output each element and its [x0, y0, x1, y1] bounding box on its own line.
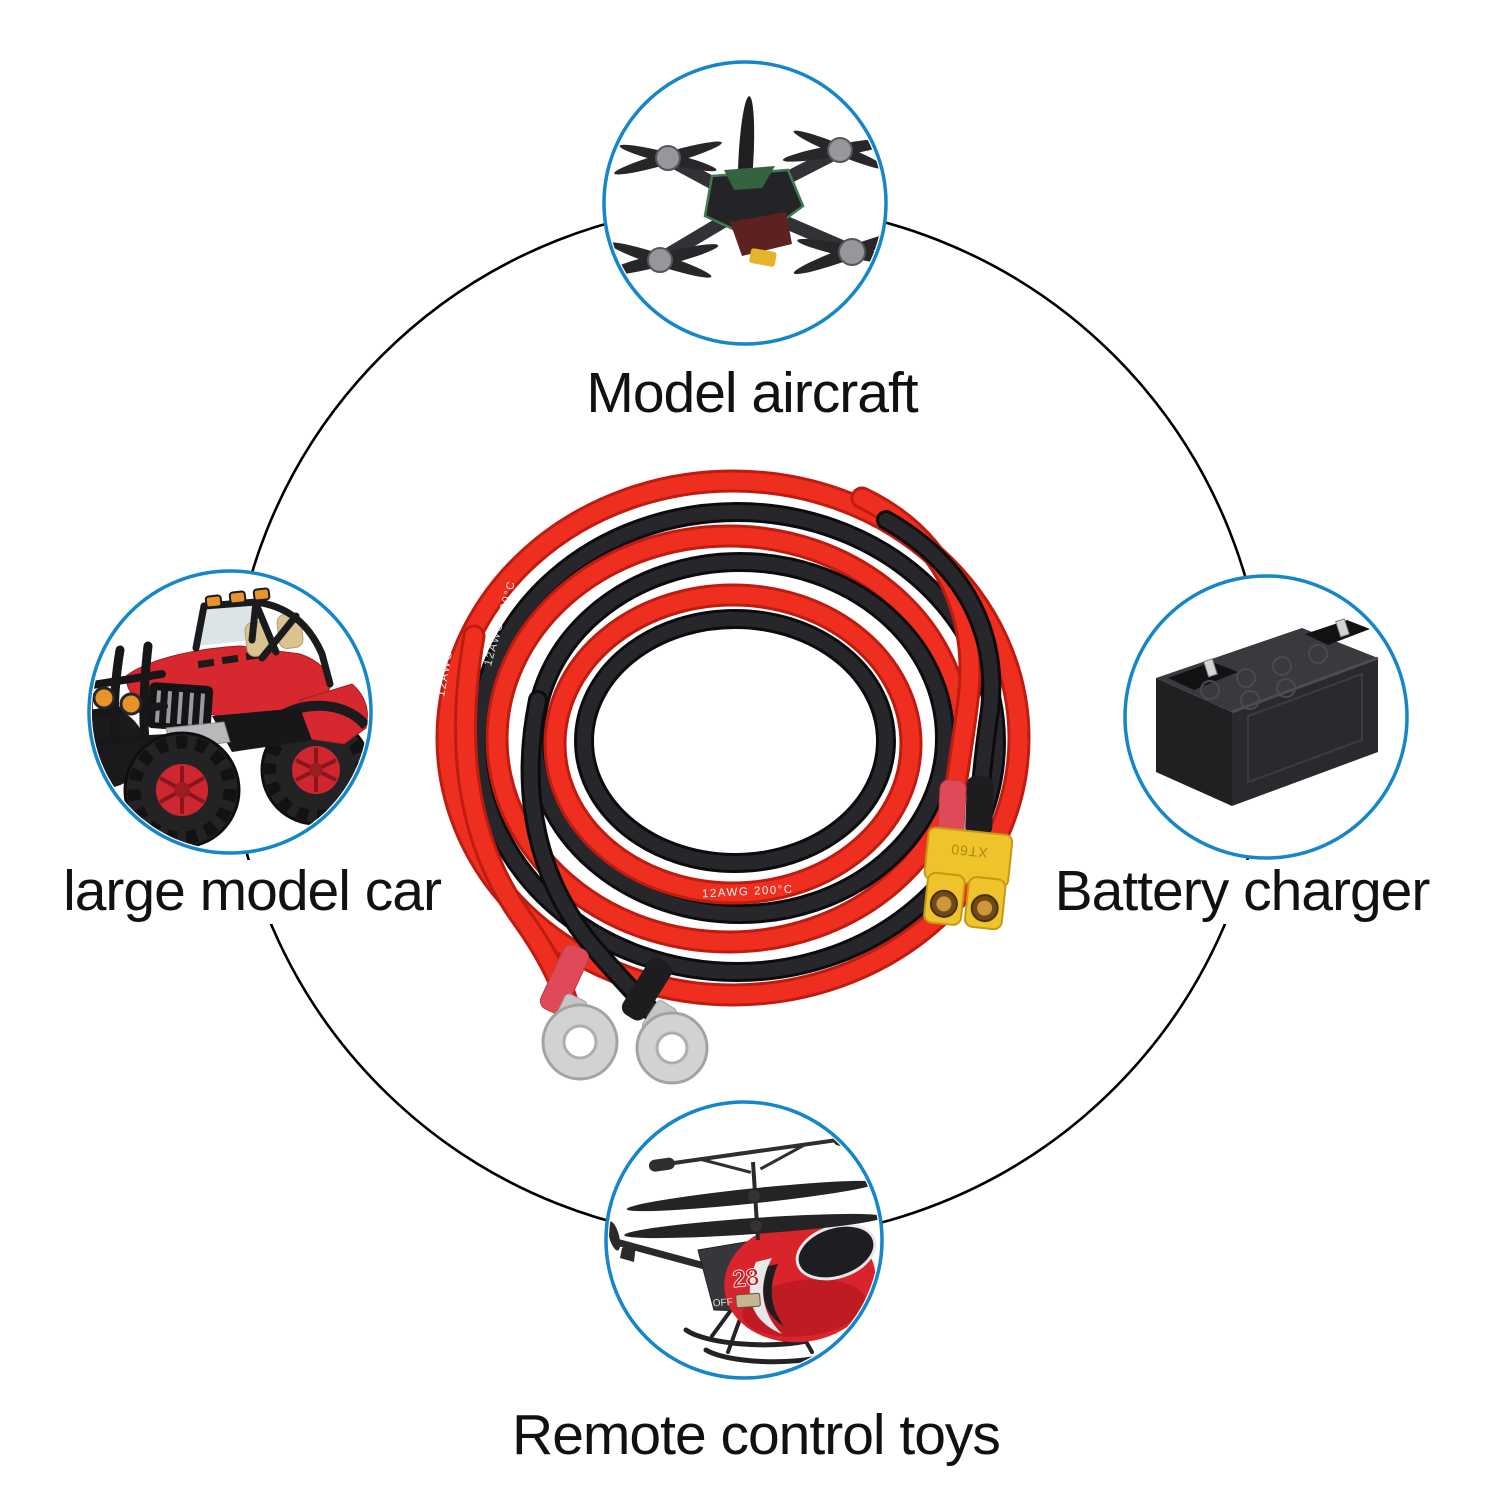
heat-shrink-black	[621, 957, 673, 1021]
truck-windshield-glass	[198, 604, 256, 646]
label-large-model-car: large model car	[53, 859, 451, 924]
ring-terminal-negative	[635, 1000, 709, 1085]
heat-shrink-black	[965, 775, 994, 837]
helicopter-switch-label: OFF	[712, 1297, 733, 1309]
battery-terminal-recess	[1305, 620, 1370, 645]
wire-tails-to-terminals	[453, 624, 673, 1022]
helicopter-balance-bar	[648, 1131, 860, 1174]
truck-roll-cage	[192, 598, 334, 688]
battery-terminal-tab	[1335, 618, 1350, 638]
truck-grille	[146, 682, 214, 732]
helicopter-white-decal	[749, 1258, 782, 1334]
truck-headlight	[119, 692, 143, 716]
battery-top-caps	[1200, 644, 1328, 710]
battery-front-inset	[1247, 672, 1363, 784]
truck-front-wheel	[123, 731, 241, 849]
label-battery-charger: Battery charger	[1044, 859, 1440, 924]
drone-xt60-plug	[749, 248, 777, 267]
helicopter-tail-rotor	[609, 1221, 621, 1251]
label-model-aircraft: Model aircraft	[576, 361, 928, 426]
helicopter-tail-fin	[620, 1244, 636, 1262]
xt60-connector: XT60	[923, 826, 1014, 931]
battery-top-face	[1156, 628, 1378, 712]
helicopter-decal-number: 28	[731, 1264, 760, 1294]
wire-print: 12AWG 200°C	[702, 884, 794, 901]
heat-shrink-red	[539, 944, 590, 1015]
truck-rear-body	[299, 683, 368, 745]
drone-canopy	[724, 166, 775, 190]
helicopter-icon: 28 OFF	[609, 1131, 879, 1365]
truck-roof-lights	[204, 587, 271, 609]
product-photo-cable: XT60 12AWG 200°C 12AWG 200°C 12AWG 200°C	[435, 469, 1031, 1085]
battery-front-face	[1232, 658, 1378, 806]
truck-headlight	[92, 686, 116, 710]
link-ring	[228, 202, 1268, 1242]
helicopter-switch	[735, 1292, 761, 1309]
rc-truck-icon	[92, 587, 368, 849]
label-remote-control-toys: Remote control toys	[502, 1403, 1010, 1468]
drone-battery-tray	[730, 212, 792, 256]
helicopter-pod-shadow	[742, 1279, 866, 1337]
truck-rocker	[212, 708, 312, 752]
battery-terminal-recess	[1168, 662, 1238, 690]
drone-icon	[607, 96, 883, 278]
battery-top-edge	[1231, 656, 1379, 714]
wire-coil	[435, 469, 1031, 1007]
battery-terminal-tab	[1203, 658, 1218, 678]
battery-icon	[1156, 618, 1379, 806]
helicopter-rotors	[624, 1180, 879, 1239]
ring-terminal-positive	[541, 993, 619, 1081]
drone-motors	[647, 137, 866, 273]
helicopter-canopy-window	[795, 1223, 877, 1281]
helicopter-black-decal	[763, 1264, 784, 1326]
battery-left-face	[1156, 678, 1232, 806]
connector-embossed-label: XT60	[950, 841, 989, 861]
